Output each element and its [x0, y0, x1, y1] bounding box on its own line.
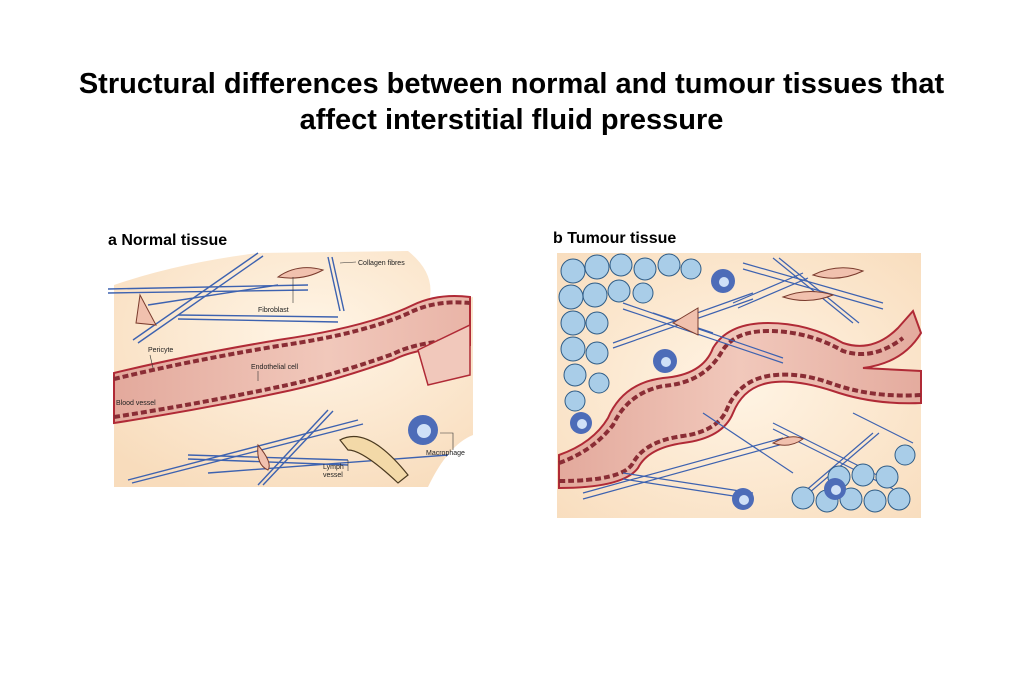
- slide-title: Structural differences between normal an…: [78, 68, 945, 136]
- collagen-fibres: [108, 252, 449, 486]
- tumour-endothelial-lining: [558, 328, 905, 465]
- fibroblast: [771, 436, 804, 446]
- macrophage-nucleus: [417, 424, 431, 438]
- normal-tissue-diagram: Collagen fibres Fibroblast Pericyte Endo…: [108, 251, 473, 487]
- label-blood-vessel: Blood vessel: [116, 400, 156, 407]
- fibroblast: [671, 307, 699, 336]
- fibroblast: [135, 293, 157, 326]
- leader-lines: [149, 261, 454, 471]
- tumour-tissue-diagram: [557, 253, 923, 518]
- tumour-cell-cluster: [558, 253, 702, 412]
- tumour-blood-vessel: [558, 309, 923, 490]
- tumour-endothelial-lining: [558, 372, 922, 483]
- fibroblast: [781, 291, 835, 301]
- label-macrophage: Macrophage: [426, 450, 465, 457]
- label-endothelial-cell: Endothelial cell: [251, 364, 299, 371]
- panel-a-heading: a Normal tissue: [108, 232, 228, 249]
- label-vessel: vessel: [323, 472, 343, 479]
- fibroblast: [811, 267, 865, 279]
- endothelial-lining-top: [113, 300, 471, 381]
- label-fibroblast: Fibroblast: [258, 307, 289, 314]
- fibroblast: [276, 267, 325, 279]
- panel-b-heading: b Tumour tissue: [553, 230, 677, 247]
- lymph-vessel: [339, 436, 409, 484]
- fibroblast: [257, 443, 270, 471]
- macrophage: [570, 269, 846, 510]
- label-lymph: Lymph: [323, 464, 344, 471]
- endothelial-lining-bottom: [113, 337, 471, 419]
- lymph-vessel-branch: [417, 323, 471, 386]
- label-collagen-fibres: Collagen fibres: [358, 260, 405, 267]
- label-pericyte: Pericyte: [148, 347, 173, 354]
